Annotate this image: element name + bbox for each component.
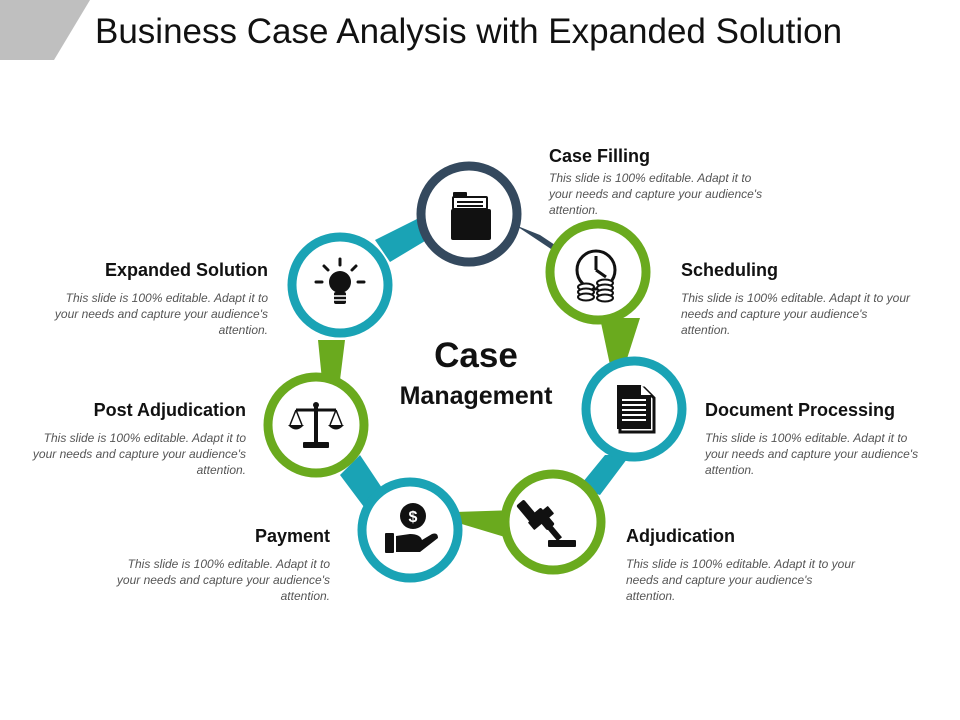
document-processing-heading: Document Processing — [705, 400, 896, 420]
payment-heading: Payment — [254, 526, 330, 546]
gavel-icon — [516, 500, 576, 547]
circle-document-processing — [581, 356, 687, 462]
clock-coins-icon — [575, 249, 617, 303]
circle-adjudication — [500, 469, 606, 575]
center-title: Case — [434, 336, 518, 375]
hand-dollar-icon: $ — [385, 503, 438, 553]
document-icon — [617, 385, 656, 434]
circle-case-filling — [416, 161, 522, 267]
case-filling-heading: Case Filling — [549, 146, 651, 166]
scheduling-heading: Scheduling — [681, 260, 779, 280]
case-filling-description: This slide is 100% editable. Adapt it to… — [549, 171, 763, 217]
connector-green-bottom — [455, 510, 515, 540]
post-adjudication-description: This slide is 100% editable. Adapt it to… — [32, 431, 246, 477]
connector-teal-right — [578, 455, 630, 495]
circle-payment: $ — [357, 477, 463, 583]
document-processing-description: This slide is 100% editable. Adapt it to… — [705, 431, 919, 477]
connector-green-top — [600, 318, 640, 365]
circle-scheduling — [545, 219, 651, 325]
page-title: Business Case Analysis with Expanded Sol… — [95, 12, 843, 51]
scheduling-description: This slide is 100% editable. Adapt it to… — [681, 291, 911, 337]
lightbulb-icon — [314, 257, 366, 304]
expanded-solution-description: This slide is 100% editable. Adapt it to… — [54, 291, 268, 337]
payment-description: This slide is 100% editable. Adapt it to… — [116, 557, 330, 603]
center-subtitle: Management — [399, 382, 553, 410]
connector-green-left — [318, 340, 345, 380]
circle-post-adjudication — [263, 372, 369, 478]
scales-icon — [288, 402, 344, 448]
circle-expanded-solution — [287, 232, 393, 338]
svg-text:$: $ — [409, 509, 418, 526]
folder-icon — [451, 192, 491, 240]
expanded-solution-heading: Expanded Solution — [104, 260, 268, 280]
adjudication-description: This slide is 100% editable. Adapt it to… — [626, 557, 856, 603]
post-adjudication-heading: Post Adjudication — [93, 400, 246, 420]
adjudication-heading: Adjudication — [626, 526, 735, 546]
